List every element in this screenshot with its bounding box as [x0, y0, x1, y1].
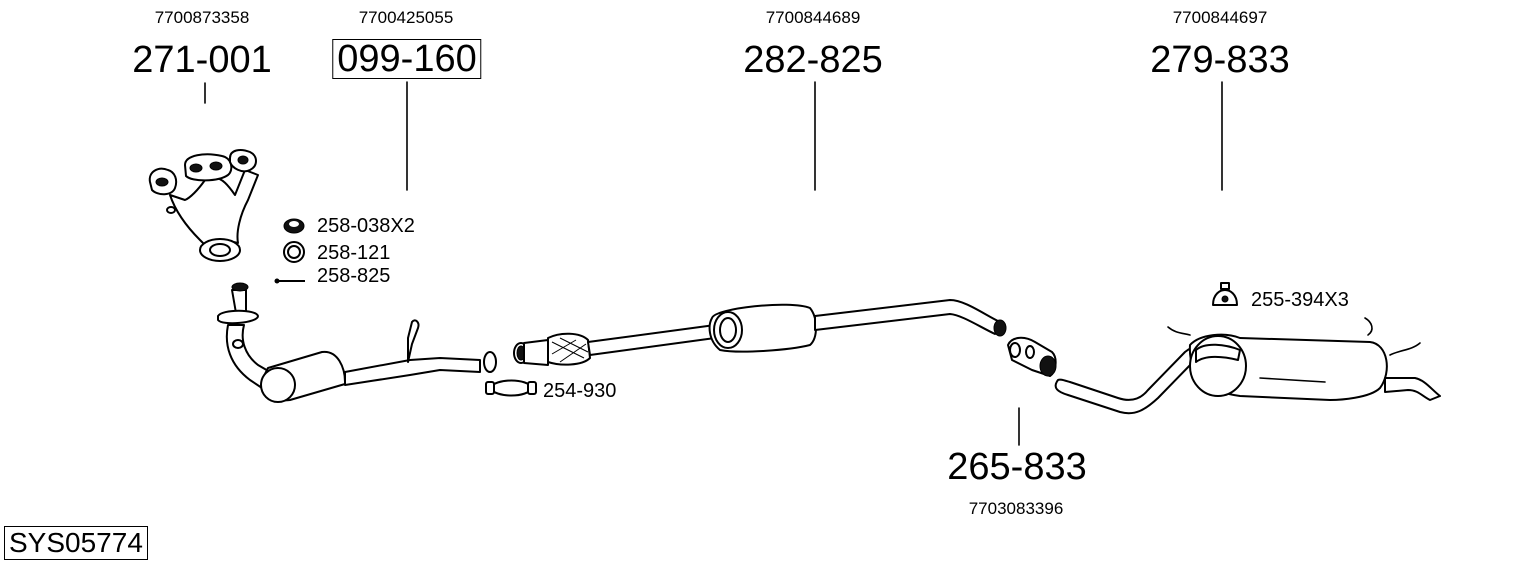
pipe-connector-drawing: [1007, 336, 1057, 377]
exhaust-manifold-drawing: [148, 149, 259, 262]
clamp-icon: [485, 379, 537, 397]
system-id-label: SYS05774: [4, 526, 148, 560]
accessory-label-flange-nut[interactable]: 258-038X2: [317, 215, 415, 237]
part-number-271-001[interactable]: 271-001: [132, 39, 272, 81]
part-number-282-825[interactable]: 282-825: [743, 39, 883, 81]
accessory-label-rubber-mount[interactable]: 255-394X3: [1251, 289, 1349, 311]
oem-number-099-160: 7700425055: [358, 8, 454, 27]
part-number-099-160[interactable]: 099-160: [332, 39, 482, 79]
rubber-mount-icon: [1212, 282, 1238, 306]
accessory-label-sealing-ring[interactable]: 258-121: [317, 242, 391, 264]
oem-number-265-833: 7703083396: [968, 499, 1064, 518]
bolt-icon: [274, 278, 305, 284]
part-number-279-833[interactable]: 279-833: [1150, 39, 1290, 81]
oem-number-282-825: 7700844689: [765, 8, 861, 27]
part-number-265-833[interactable]: 265-833: [947, 446, 1087, 488]
oem-number-279-833: 7700844697: [1172, 8, 1268, 27]
middle-silencer-drawing: [513, 299, 1007, 366]
oem-number-271-001: 7700873358: [154, 8, 250, 27]
flange-nut-icon: [283, 218, 305, 234]
rear-silencer-drawing: [1054, 317, 1441, 415]
sealing-ring-icon: [283, 241, 305, 263]
accessory-label-bolt[interactable]: 258-825: [317, 265, 391, 287]
accessory-label-clamp[interactable]: 254-930: [543, 380, 617, 402]
front-pipe-catalytic-drawing: [217, 282, 497, 403]
